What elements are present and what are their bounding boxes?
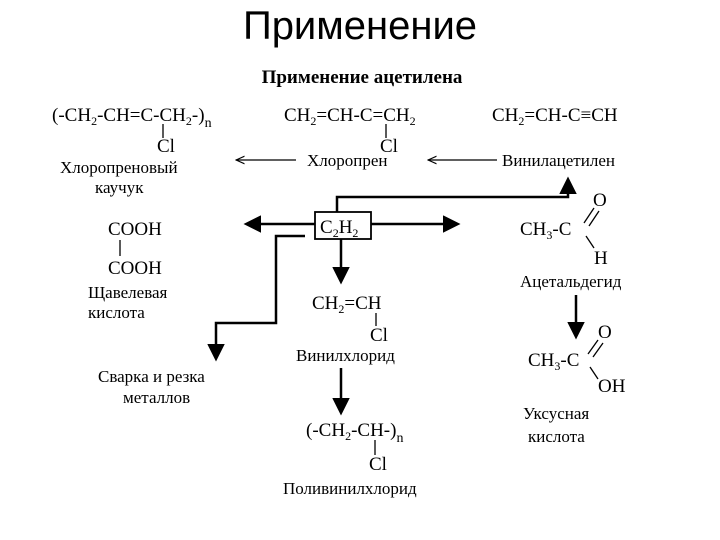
- acetaldehyde-h-bond: [585, 235, 595, 249]
- chloroprene-cl: Cl: [380, 136, 398, 157]
- acetic-acid-double-bond-2: [592, 342, 604, 358]
- chloroprene-rubber-name-1: Хлоропреновый: [60, 158, 178, 177]
- acetaldehyde-name: Ацетальдегид: [520, 272, 622, 291]
- vinyl-chloride: CH2=CH Cl Винилхлорид: [296, 293, 395, 365]
- pvc-name: Поливинилхлорид: [283, 479, 417, 498]
- vinyl-chloride-cl: Cl: [370, 325, 388, 346]
- welding-name-2: металлов: [123, 388, 190, 407]
- chloroprene-rubber-name-2: каучук: [95, 178, 144, 197]
- arrow-to-welding: [207, 234, 305, 362]
- chloroprene-rubber-cl: Cl: [157, 136, 175, 157]
- diagram-heading: Применение ацетилена: [262, 67, 463, 88]
- acetic-acid-oh: OH: [598, 376, 626, 397]
- acetic-acid-o: O: [598, 322, 612, 343]
- vinyl-chloride-formula: CH2=CH: [312, 293, 382, 316]
- acetylene-center: C2H2: [314, 211, 372, 240]
- vinylacetylene: CH2=CH-C≡CH Винилацетилен: [492, 105, 618, 170]
- acetaldehyde: CH3-C O H Ацетальдегид: [520, 190, 622, 291]
- acetic-acid-double-bond-1: [587, 339, 599, 355]
- slide-title: Применение: [242, 4, 478, 48]
- oxalic-acid-bottom: COOH: [108, 258, 162, 279]
- welding-name-1: Сварка и резка: [98, 367, 205, 386]
- oxalic-acid-name-1: Щавелевая: [88, 283, 168, 302]
- acetaldehyde-o: O: [593, 190, 607, 211]
- chloroprene-rubber-formula: (-CH2-CH=C-CH2-)n: [52, 105, 212, 131]
- oxalic-acid-top: COOH: [108, 219, 162, 240]
- vinylacetylene-name: Винилацетилен: [502, 151, 615, 170]
- acetic-acid-name-1: Уксусная: [523, 404, 589, 423]
- acetylene-formula: C2H2: [320, 217, 358, 240]
- acetaldehyde-double-bond-1: [583, 207, 595, 224]
- chloroprene-rubber: (-CH2-CH=C-CH2-)n Cl Хлоропреновый каучу…: [52, 105, 212, 197]
- chloroprene: CH2=CH-C=CH2 Cl Хлоропрен: [284, 105, 416, 170]
- acetic-acid-oh-bond: [589, 366, 599, 380]
- vinylacetylene-formula: CH2=CH-C≡CH: [492, 105, 618, 128]
- acetaldehyde-formula: CH3-C: [520, 219, 571, 242]
- chloroprene-name: Хлоропрен: [307, 151, 388, 170]
- vinyl-chloride-name: Винилхлорид: [296, 346, 395, 365]
- oxalic-acid: COOH COOH Щавелевая кислота: [88, 219, 168, 322]
- pvc-formula: (-CH2-CH-)n: [306, 420, 403, 446]
- pvc-cl: Cl: [369, 454, 387, 475]
- acetic-acid-formula: CH3-C: [528, 350, 579, 373]
- acetylene-box: [314, 211, 372, 240]
- acetic-acid: CH3-C O OH Уксусная кислота: [523, 322, 626, 446]
- welding: Сварка и резка металлов: [98, 367, 205, 407]
- acetaldehyde-h: H: [594, 248, 608, 269]
- pvc: (-CH2-CH-)n Cl Поливинилхлорид: [283, 420, 417, 498]
- chloroprene-formula: CH2=CH-C=CH2: [284, 105, 416, 128]
- acetic-acid-name-2: кислота: [528, 427, 585, 446]
- acetaldehyde-double-bond-2: [588, 210, 600, 227]
- arrow-to-vinylacetylene: [335, 176, 577, 212]
- oxalic-acid-name-2: кислота: [88, 303, 145, 322]
